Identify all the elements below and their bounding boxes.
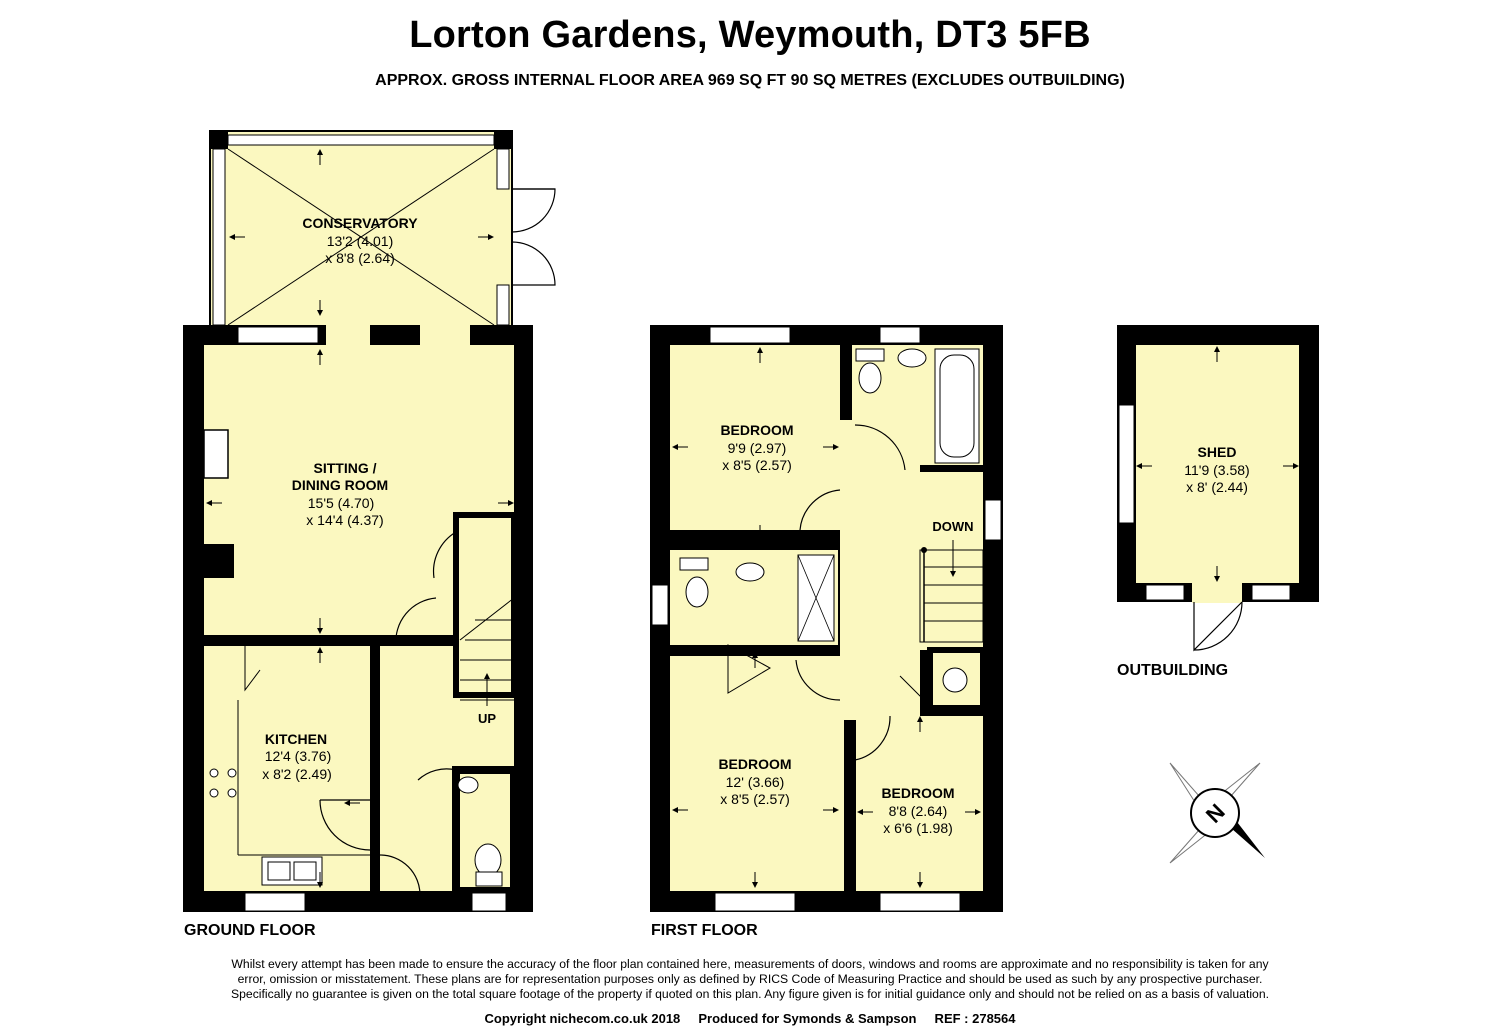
- first-floor-plan: BEDROOM 9'9 (2.97) x 8'5 (2.57) BEDROOM …: [650, 325, 1003, 912]
- bedroom-2-dim1: 12' (3.66): [726, 774, 785, 790]
- bedroom-2-area: [670, 656, 844, 891]
- conservatory-label: CONSERVATORY: [302, 215, 418, 231]
- toilet-icon: [858, 362, 882, 394]
- disclaimer: Whilst every attempt has been made to en…: [160, 957, 1340, 1002]
- conservatory-area: [209, 130, 513, 330]
- bedroom-1-dim1: 9'9 (2.97): [728, 440, 787, 456]
- sitting-room-label: SITTING /: [314, 460, 377, 476]
- cupboard: [927, 647, 986, 711]
- bedroom-window: [709, 326, 791, 344]
- disclaimer-line: Specifically no guarantee is given on th…: [231, 987, 1269, 1001]
- hot-water-cylinder-icon: [942, 667, 968, 693]
- conservatory-dim2: x 8'8 (2.64): [325, 250, 395, 266]
- kitchen-dim2: x 8'2 (2.49): [262, 766, 332, 782]
- measurement-arrows: [206, 149, 514, 888]
- compass-icon: N: [1169, 762, 1265, 864]
- kitchen-dim1: 12'4 (3.76): [265, 748, 332, 764]
- bedroom-1-label: BEDROOM: [720, 422, 793, 438]
- stairs-up-label: UP: [478, 711, 496, 726]
- first-floor-label: FIRST FLOOR: [651, 922, 758, 939]
- ground-floor-plan: CONSERVATORY 13'2 (4.01) x 8'8 (2.64) SI…: [183, 130, 556, 912]
- bedroom-2-dim2: x 8'5 (2.57): [720, 791, 790, 807]
- sitting-room-window: [237, 326, 319, 344]
- kitchen-label: KITCHEN: [265, 731, 327, 747]
- dining-room-label: DINING ROOM: [292, 477, 388, 493]
- bedroom-1-dim2: x 8'5 (2.57): [722, 457, 792, 473]
- bedroom-3-dim1: 8'8 (2.64): [889, 803, 948, 819]
- copyright-footer: Copyright nichecom.co.uk 2018 Produced f…: [484, 1011, 1016, 1026]
- conservatory-window: [227, 134, 495, 146]
- outbuilding-plan: SHED 11'9 (3.58) x 8' (2.44): [1117, 325, 1319, 652]
- bedroom-3-label: BEDROOM: [881, 785, 954, 801]
- toilet-icon: [474, 843, 502, 877]
- shed-dim1: 11'9 (3.58): [1184, 462, 1249, 478]
- shed-window: [1118, 404, 1135, 524]
- page-title: Lorton Gardens, Weymouth, DT3 5FB: [409, 14, 1091, 56]
- conservatory-window: [212, 148, 226, 326]
- disclaimer-line: Whilst every attempt has been made to en…: [231, 957, 1269, 971]
- stairs-up: [459, 597, 515, 706]
- measurement-arrows: [672, 347, 981, 888]
- chimney-breast: [204, 544, 234, 578]
- bedroom-3-dim2: x 6'6 (1.98): [883, 820, 953, 836]
- basin-icon: [897, 348, 927, 368]
- disclaimer-line: error, omission or misstatement. These p…: [237, 972, 1263, 986]
- floor-area-subtitle: APPROX. GROSS INTERNAL FLOOR AREA 969 SQ…: [375, 72, 1125, 89]
- bedroom-2-label: BEDROOM: [718, 756, 791, 772]
- conservatory-french-door: [511, 188, 556, 233]
- basin-icon: [735, 562, 765, 582]
- outbuilding-label: OUTBUILDING: [1117, 662, 1228, 679]
- sitting-room-dim2: x 14'4 (4.37): [306, 512, 383, 528]
- door-swing: [432, 531, 457, 579]
- bedroom-3-area: [856, 716, 983, 891]
- fireplace: [203, 429, 229, 479]
- stairs-down: [921, 540, 983, 642]
- bedroom-1-area: [670, 345, 840, 530]
- hob-icon: [209, 768, 237, 798]
- shed-door: [1193, 601, 1243, 652]
- shed-label: SHED: [1198, 444, 1237, 460]
- shed-area: [1136, 345, 1299, 583]
- measurement-arrows: [1136, 346, 1299, 582]
- stairs-down-label: DOWN: [932, 519, 973, 534]
- ground-floor-label: GROUND FLOOR: [184, 922, 316, 939]
- front-door: [379, 854, 421, 896]
- kitchen-area: [204, 646, 370, 891]
- toilet-icon: [685, 576, 709, 608]
- basin-icon: [457, 776, 479, 794]
- shed-dim2: x 8' (2.44): [1186, 479, 1248, 495]
- kitchen-window: [244, 892, 306, 912]
- sitting-room-dim1: 15'5 (4.70): [308, 495, 375, 511]
- conservatory-dim1: 13'2 (4.01): [327, 233, 394, 249]
